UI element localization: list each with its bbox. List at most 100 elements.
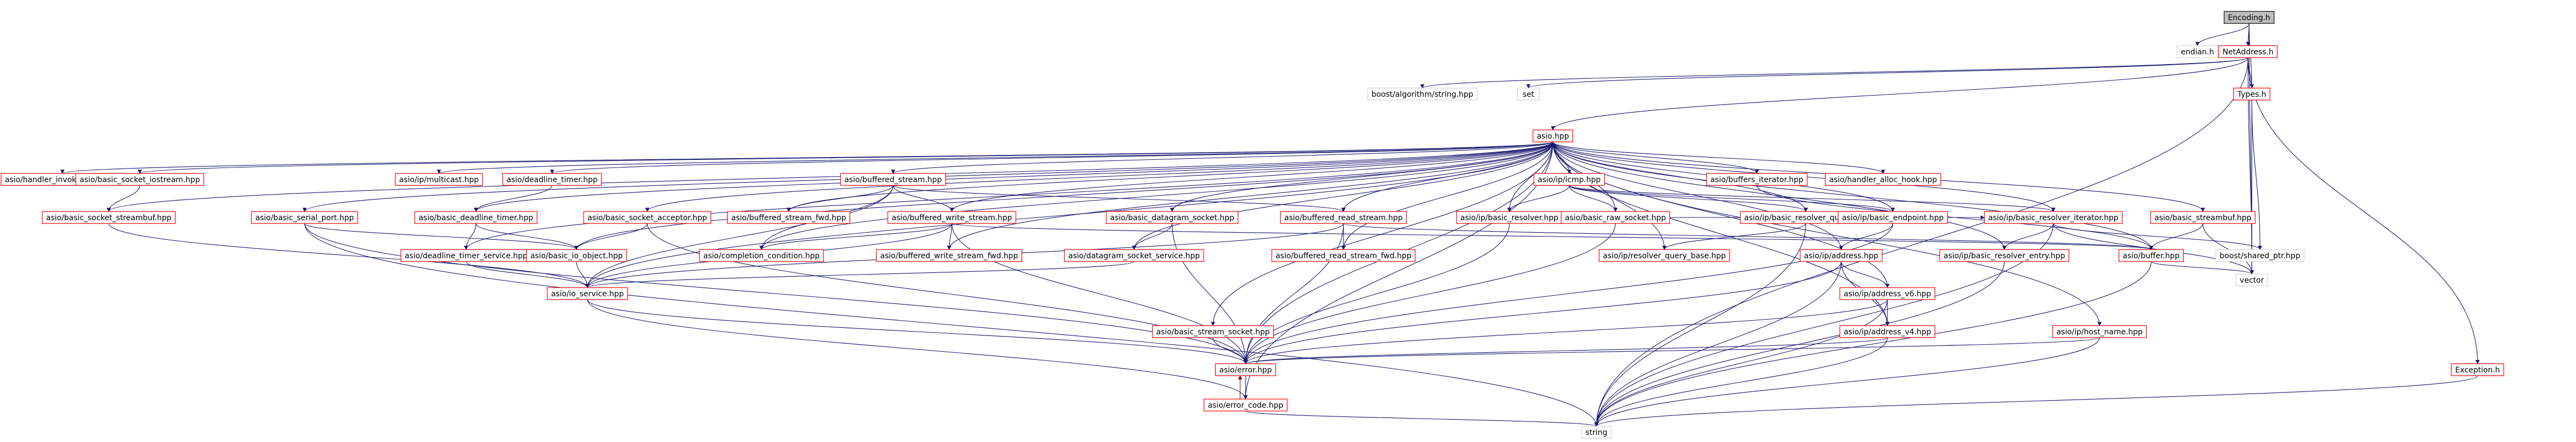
edge-netaddress-to-string — [1594, 57, 2249, 427]
node-box — [1517, 88, 1540, 101]
node-encoding[interactable]: Encoding.h — [2224, 11, 2275, 24]
node-buffered-read-stream[interactable]: asio/buffered_read_stream.hpp — [1280, 211, 1407, 224]
node-ds-service[interactable]: asio/datagram_socket_service.hpp — [1064, 249, 1204, 262]
node-vector: vector — [2236, 273, 2268, 287]
node-label: asio/ip/multicast.hpp — [399, 176, 479, 184]
edge-types-to-shared-ptr — [2251, 99, 2262, 250]
edge-asio-to-socket-acceptor — [645, 141, 1553, 212]
edge-asio-to-buffered-write-stream — [950, 141, 1553, 212]
node-exception[interactable]: Exception.h — [2451, 363, 2504, 376]
edge-bs-iostream-to-bs-streambuf — [107, 185, 140, 212]
node-types[interactable]: Types.h — [2233, 88, 2270, 101]
node-handler-alloc[interactable]: asio/handler_alloc_hook.hpp — [1825, 173, 1941, 186]
edge-asio-to-buffered-stream-fwd — [787, 141, 1553, 212]
node-basic-io-object[interactable]: asio/basic_io_object.hpp — [526, 249, 627, 262]
edge-asio-to-basic-io-object — [574, 141, 1553, 250]
node-label: endian.h — [2181, 48, 2214, 57]
node-label: asio/basic_socket_streambuf.hpp — [46, 214, 172, 222]
edge-asio-to-bs-iostream — [138, 141, 1553, 174]
node-error-code[interactable]: asio/error_code.hpp — [1204, 399, 1287, 412]
node-asio[interactable]: asio.hpp — [1532, 129, 1574, 142]
node-asio-error[interactable]: asio/error.hpp — [1215, 363, 1276, 376]
node-socket-acceptor[interactable]: asio/basic_socket_acceptor.hpp — [583, 211, 711, 224]
node-address-v6[interactable]: asio/ip/address_v6.hpp — [1839, 287, 1936, 300]
node-label: asio/basic_io_object.hpp — [530, 252, 623, 260]
node-basic-endpoint[interactable]: asio/ip/basic_endpoint.hpp — [1837, 211, 1948, 224]
edge-serial-port-to-basic-io-object — [304, 223, 579, 250]
edge-asio-to-asio-buffer — [1552, 141, 2153, 250]
node-buffers-iterator[interactable]: asio/buffers_iterator.hpp — [1706, 173, 1808, 186]
node-label: asio/basic_raw_socket.hpp — [1565, 214, 1666, 222]
edge-buffered-write-stream-to-completion-condition — [759, 223, 952, 250]
node-dt-service[interactable]: asio/deadline_timer_service.hpp — [400, 249, 532, 262]
node-box — [1839, 287, 1936, 300]
node-box — [887, 211, 1017, 224]
node-ip-multicast[interactable]: asio/ip/multicast.hpp — [395, 173, 483, 186]
node-label: boost/algorithm/string.hpp — [1371, 90, 1473, 99]
node-brs-fwd[interactable]: asio/buffered_read_stream_fwd.hpp — [1271, 249, 1416, 262]
node-box — [876, 249, 1023, 262]
node-label: Encoding.h — [2228, 14, 2270, 22]
edge-address-v4-to-asio-error — [1243, 337, 1888, 364]
node-label: asio/deadline_timer_service.hpp — [405, 252, 528, 260]
node-ip-icmp[interactable]: asio/ip/icmp.hpp — [1533, 173, 1605, 186]
node-datagram-socket[interactable]: asio/basic_datagram_socket.hpp — [1106, 211, 1239, 224]
node-shared-ptr: boost/shared_ptr.hpp — [2215, 249, 2305, 262]
node-box — [2236, 273, 2268, 287]
edge-serial-port-to-asio-error — [304, 223, 1248, 364]
node-label: asio/basic_socket_iostream.hpp — [79, 176, 200, 184]
node-resolver-query-base[interactable]: asio/ip/resolver_query_base.hpp — [1599, 249, 1730, 262]
node-label: set — [1522, 90, 1534, 99]
node-resolver-entry[interactable]: asio/ip/basic_resolver_entry.hpp — [1939, 249, 2070, 262]
node-ip-address[interactable]: asio/ip/address.hpp — [1800, 249, 1883, 262]
node-box — [42, 211, 176, 224]
node-basic-deadline-timer[interactable]: asio/basic_deadline_timer.hpp — [414, 211, 538, 224]
node-buffered-write-stream[interactable]: asio/buffered_write_stream.hpp — [887, 211, 1017, 224]
node-label: asio/ip/address.hpp — [1804, 252, 1879, 260]
node-address-v4[interactable]: asio/ip/address_v4.hpp — [1839, 325, 1936, 338]
edge-host-name-to-string — [1594, 337, 2100, 427]
edge-io-service-to-error-code — [587, 299, 1248, 400]
node-bs-iostream[interactable]: asio/basic_socket_iostream.hpp — [75, 173, 205, 186]
node-boost-algo: boost/algorithm/string.hpp — [1367, 88, 1478, 101]
node-netaddress[interactable]: NetAddress.h — [2218, 45, 2278, 58]
node-deadline-timer[interactable]: asio/deadline_timer.hpp — [502, 173, 602, 186]
edge-buffered-read-stream-to-asio-buffer — [1343, 223, 2153, 250]
node-completion-condition[interactable]: asio/completion_condition.hpp — [699, 249, 824, 262]
edge-ip-icmp-to-basic-resolver — [1507, 185, 1570, 212]
node-io-service[interactable]: asio/io_service.hpp — [547, 287, 628, 300]
edge-datagram-socket-to-asio-error — [1172, 223, 1248, 364]
node-label: asio/ip/icmp.hpp — [1538, 176, 1601, 184]
edge-asio-buffer-to-vector — [2151, 261, 2254, 275]
node-box — [727, 211, 851, 224]
node-host-name[interactable]: asio/ip/host_name.hpp — [2052, 325, 2147, 338]
node-basic-resolver[interactable]: asio/ip/basic_resolver.hpp — [1456, 211, 1563, 224]
node-raw-socket[interactable]: asio/basic_raw_socket.hpp — [1561, 211, 1670, 224]
node-resolver-iterator[interactable]: asio/ip/basic_resolver_iterator.hpp — [1984, 211, 2123, 224]
node-box — [1151, 325, 1274, 338]
edges-layer — [60, 23, 2480, 427]
node-bs-streambuf[interactable]: asio/basic_socket_streambuf.hpp — [42, 211, 176, 224]
edge-basic-io-object-to-io-service — [576, 261, 590, 288]
edge-asio-to-brs-fwd — [1341, 141, 1553, 250]
node-label: asio/error_code.hpp — [1208, 401, 1284, 410]
node-buffered-stream-fwd[interactable]: asio/buffered_stream_fwd.hpp — [727, 211, 851, 224]
node-buffered-stream[interactable]: asio/buffered_stream.hpp — [840, 173, 946, 186]
node-stream-socket[interactable]: asio/basic_stream_socket.hpp — [1151, 325, 1274, 338]
edge-asio-to-completion-condition — [759, 141, 1553, 250]
node-label: asio/basic_streambuf.hpp — [2154, 214, 2251, 222]
node-label: asio/ip/basic_resolver_query.hpp — [1744, 214, 1868, 222]
edge-netaddress-to-set — [1526, 57, 2249, 89]
node-box — [1599, 249, 1730, 262]
node-asio-buffer[interactable]: asio/buffer.hpp — [2119, 249, 2184, 262]
node-box — [1064, 249, 1204, 262]
edge-asio-to-stream-socket — [1211, 141, 1553, 326]
edge-socket-acceptor-to-asio-error — [647, 223, 1248, 364]
node-label: asio.hpp — [1537, 132, 1569, 141]
node-bws-fwd[interactable]: asio/buffered_write_stream_fwd.hpp — [876, 249, 1023, 262]
node-serial-port[interactable]: asio/basic_serial_port.hpp — [251, 211, 358, 224]
node-endian: endian.h — [2176, 45, 2219, 58]
node-box — [1271, 249, 1416, 262]
node-basic-streambuf[interactable]: asio/basic_streambuf.hpp — [2150, 211, 2256, 224]
node-string: string — [1581, 426, 1612, 439]
